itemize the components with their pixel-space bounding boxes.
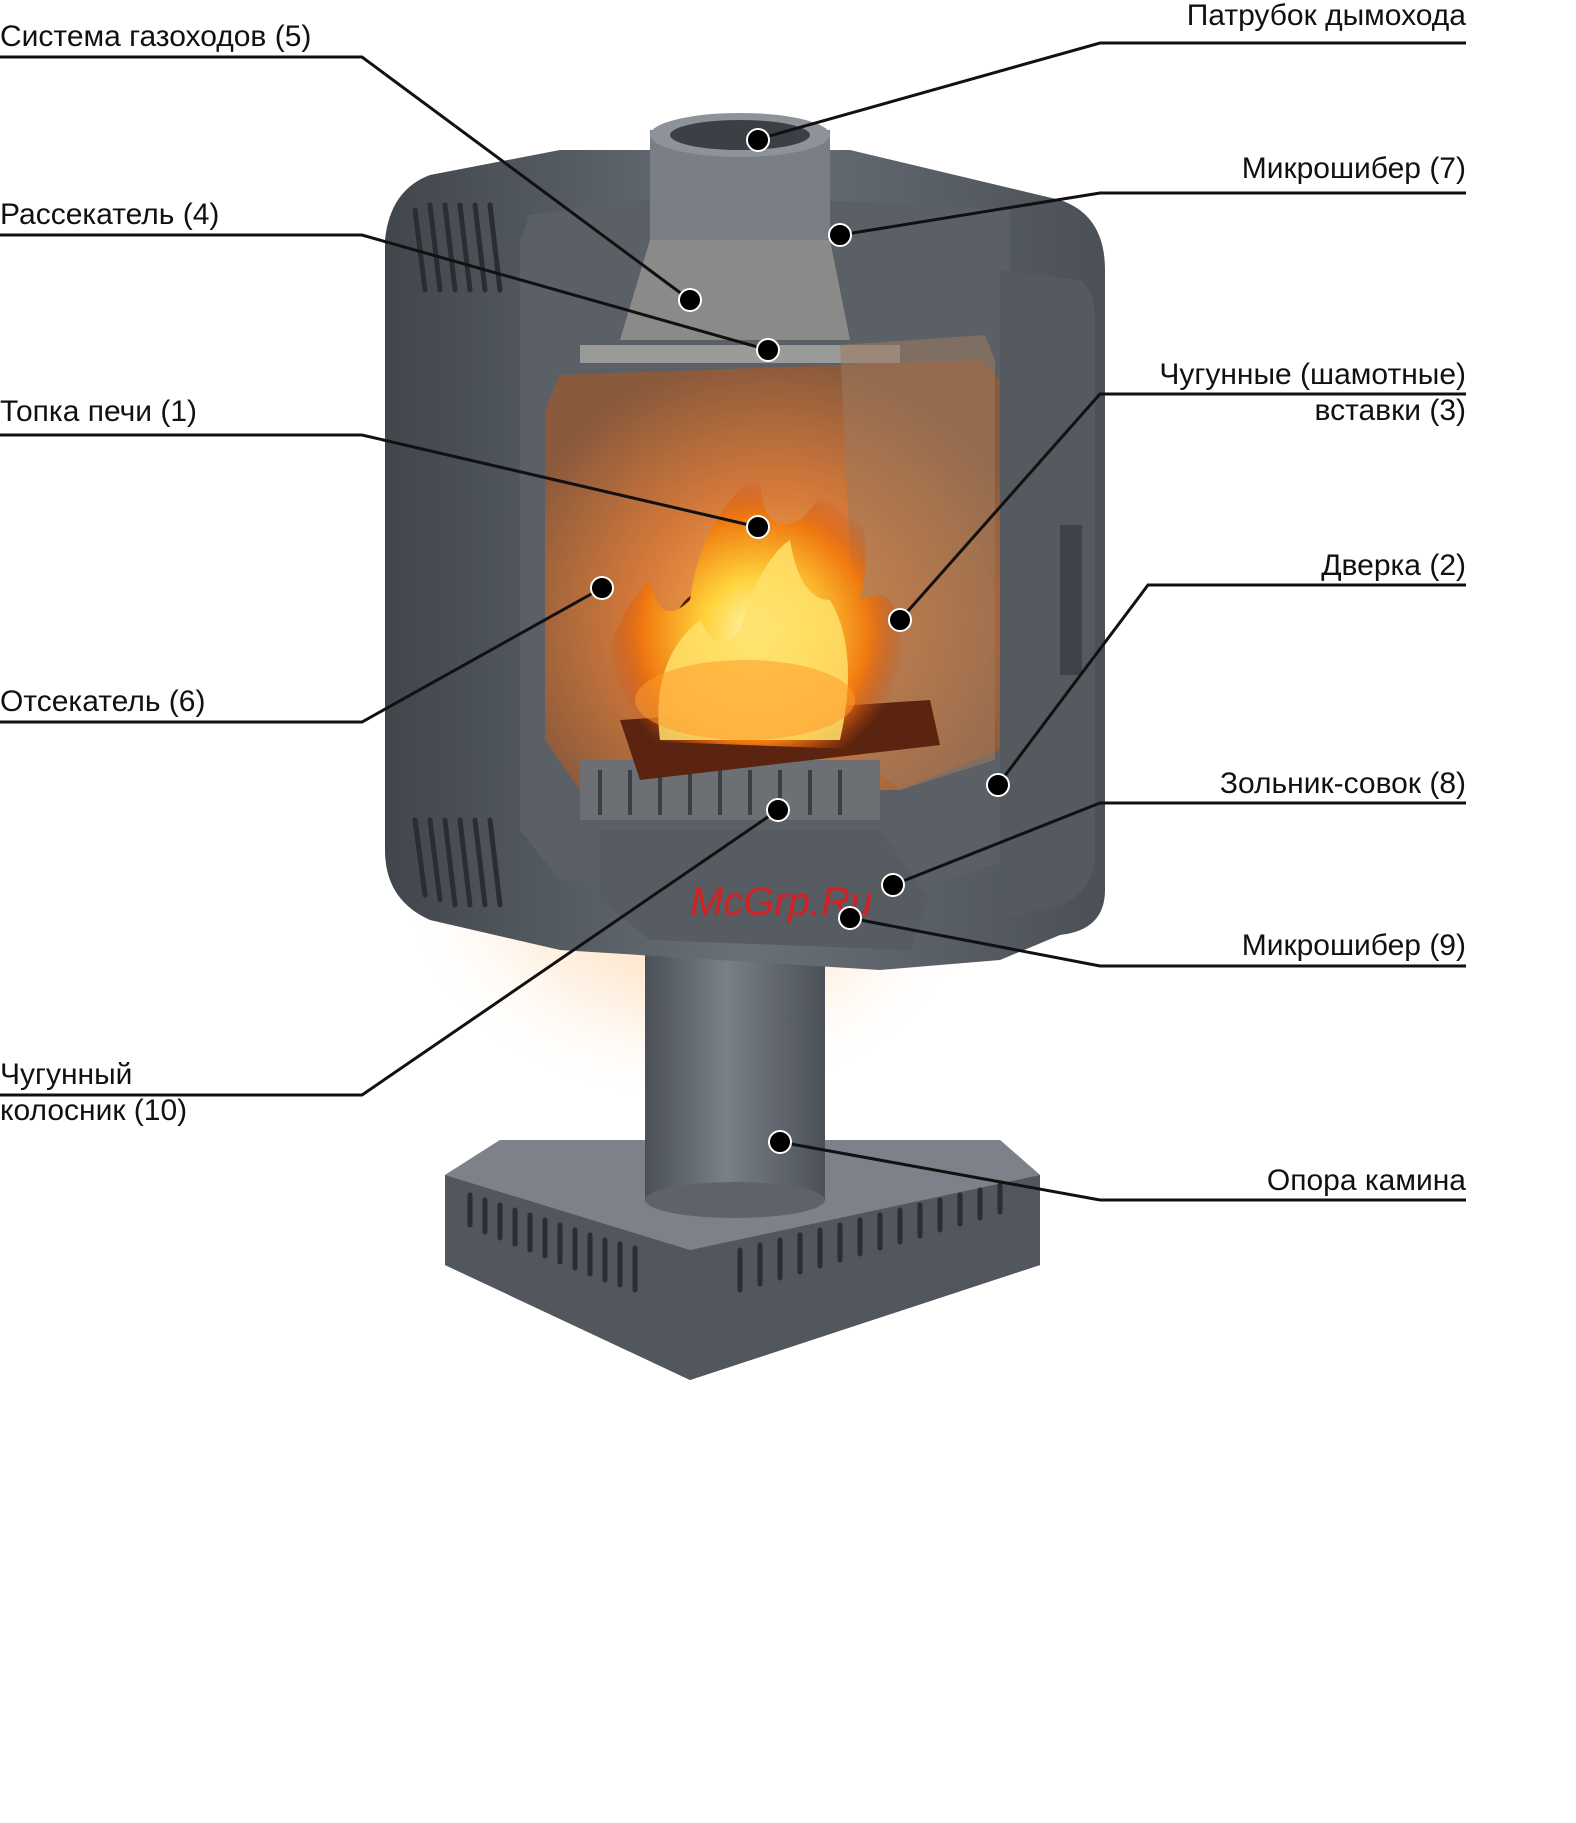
- dot-splitter: [756, 338, 780, 362]
- stove-body: [385, 113, 1105, 970]
- label-grate-line2: колосник (10): [0, 1094, 187, 1127]
- door-panel: [1000, 270, 1095, 920]
- leader-lines: [0, 41, 1466, 1202]
- dot-microdamper-7: [828, 223, 852, 247]
- door-handle: [1060, 525, 1082, 675]
- leader-ash-pan: [892, 801, 1466, 887]
- label-gas-system: Система газоходов (5): [0, 20, 311, 53]
- splitter-plate: [580, 345, 900, 363]
- label-deflector: Отсекатель (6): [0, 685, 205, 718]
- label-support: Опора камина: [1267, 1164, 1466, 1197]
- label-grate-line1: Чугунный: [0, 1058, 132, 1091]
- dot-deflector: [590, 576, 614, 600]
- label-microdamper-7: Микрошибер (7): [1242, 152, 1466, 185]
- dot-door: [986, 773, 1010, 797]
- label-inserts-line1: Чугунные (шамотные): [1159, 358, 1466, 391]
- leader-firebox: [0, 433, 759, 529]
- dot-microdamper-9: [838, 906, 862, 930]
- leader-support: [779, 1140, 1466, 1202]
- leader-microdamper-9: [849, 916, 1466, 968]
- label-flue-pipe: Патрубок дымохода: [1187, 0, 1467, 32]
- leader-inserts: [898, 392, 1466, 621]
- dot-ash-pan: [881, 873, 905, 897]
- leader-splitter: [0, 233, 769, 352]
- label-inserts-line2: вставки (3): [1314, 394, 1466, 427]
- leader-microdamper-7: [839, 191, 1466, 237]
- leader-door: [996, 583, 1466, 786]
- callout-labels: Система газоходов (5) Патрубок дымохода …: [0, 0, 1466, 1197]
- fire: [605, 450, 907, 750]
- label-microdamper-9: Микрошибер (9): [1242, 929, 1466, 962]
- dot-flue-pipe: [746, 128, 770, 152]
- label-ash-pan: Зольник-совок (8): [1220, 767, 1466, 800]
- callout-dots: [590, 128, 1010, 1154]
- dot-firebox: [746, 515, 770, 539]
- leader-grate: [0, 808, 779, 1097]
- label-firebox: Топка печи (1): [0, 395, 197, 428]
- dot-gas-system: [678, 288, 702, 312]
- label-door: Дверка (2): [1321, 549, 1466, 582]
- dot-support: [768, 1130, 792, 1154]
- leader-gas-system: [0, 55, 691, 302]
- dot-grate: [766, 798, 790, 822]
- leader-deflector: [0, 586, 603, 724]
- label-splitter: Рассекатель (4): [0, 198, 219, 231]
- leader-flue-pipe: [754, 41, 1466, 142]
- gas-duct-cone: [620, 240, 850, 340]
- dot-inserts: [888, 608, 912, 632]
